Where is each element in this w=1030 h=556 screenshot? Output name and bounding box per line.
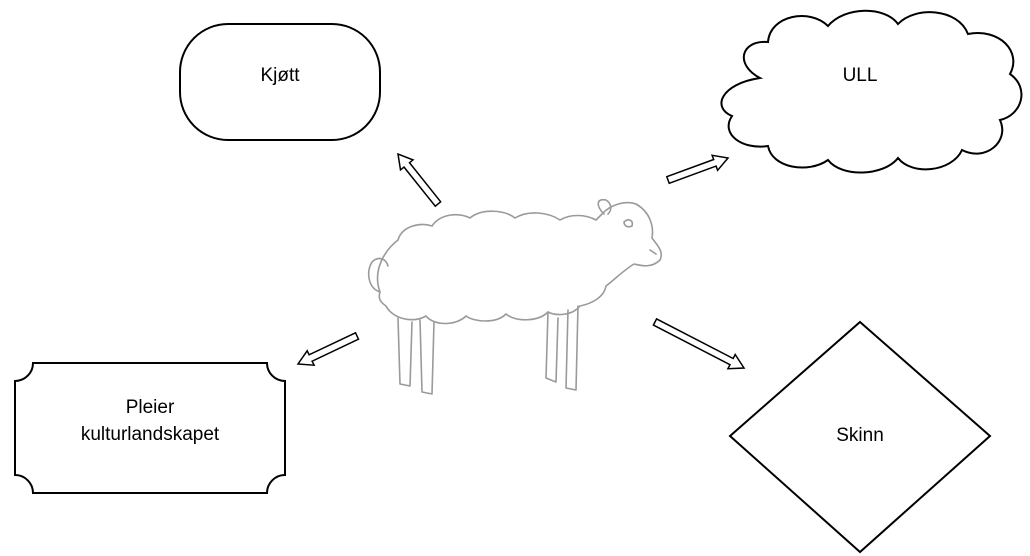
arrow-to-ull: [665, 154, 730, 185]
kjott-node-shape: [179, 23, 381, 141]
pleier-label-line-2: kulturlandskapet: [80, 424, 220, 445]
arrow-to-pleier: [296, 331, 360, 367]
pleier-label-line-1: Pleier: [125, 397, 175, 418]
ull-cloud-shape: [720, 9, 1023, 174]
skinn-node-shape: [728, 320, 992, 554]
arrow-to-skinn: [652, 317, 746, 370]
skinn-label: Skinn: [836, 425, 884, 446]
pleier-label: Pleier kulturlandskapet: [15, 394, 285, 448]
pleier-node-shape: [14, 362, 286, 494]
sheep-icon: [367, 198, 663, 395]
ull-label: ULL: [842, 65, 878, 86]
arrow-to-kjott: [397, 152, 442, 208]
kjott-label: Kjøtt: [260, 65, 300, 86]
